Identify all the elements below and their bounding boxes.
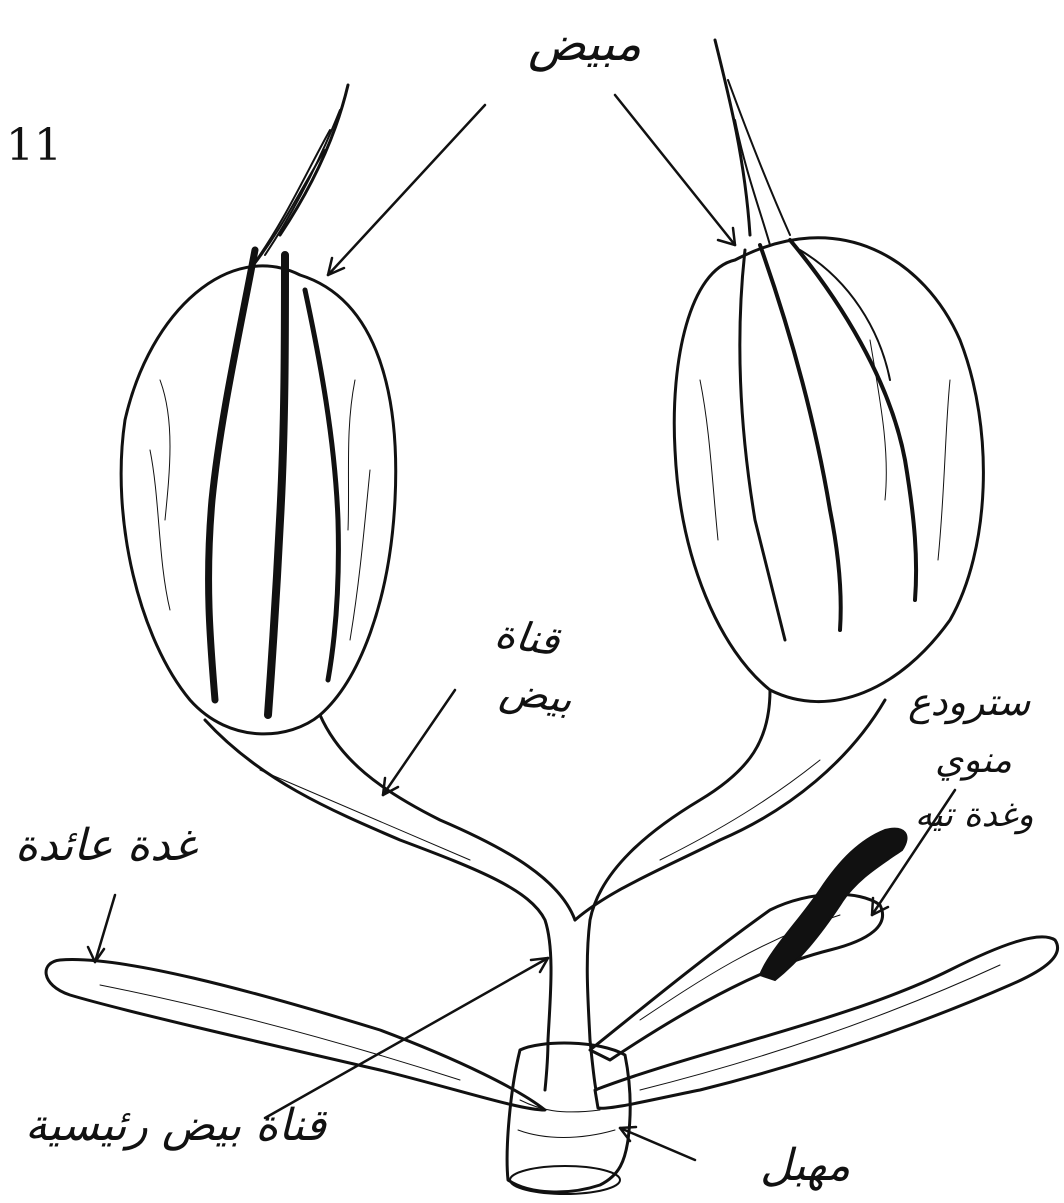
accessory-gland-right	[595, 937, 1058, 1108]
left-ovary	[121, 85, 396, 734]
vagina	[507, 1043, 630, 1194]
accessory-gland-left	[46, 960, 545, 1110]
label-spermatheca-line2: منوي	[935, 740, 1012, 781]
label-ovary: مبيض	[528, 16, 641, 72]
spermatheca	[590, 829, 907, 1060]
panel-number: 11	[6, 120, 62, 171]
label-vagina: مهبل	[760, 1140, 850, 1191]
label-oviduct-line2: بيض	[497, 667, 575, 723]
label-spermatheca-line3: وغدة تيه	[915, 795, 1034, 835]
right-ovary	[674, 40, 983, 702]
label-common-oviduct: قناة بيض رئيسية	[25, 1100, 326, 1151]
common-oviduct	[545, 1040, 596, 1090]
label-oviduct-line1: قناة	[492, 611, 562, 666]
label-accessory-gland: غدة عائدة	[15, 820, 196, 871]
lateral-oviducts	[205, 690, 885, 1040]
label-spermatheca-line1: سترودع	[908, 680, 1030, 724]
